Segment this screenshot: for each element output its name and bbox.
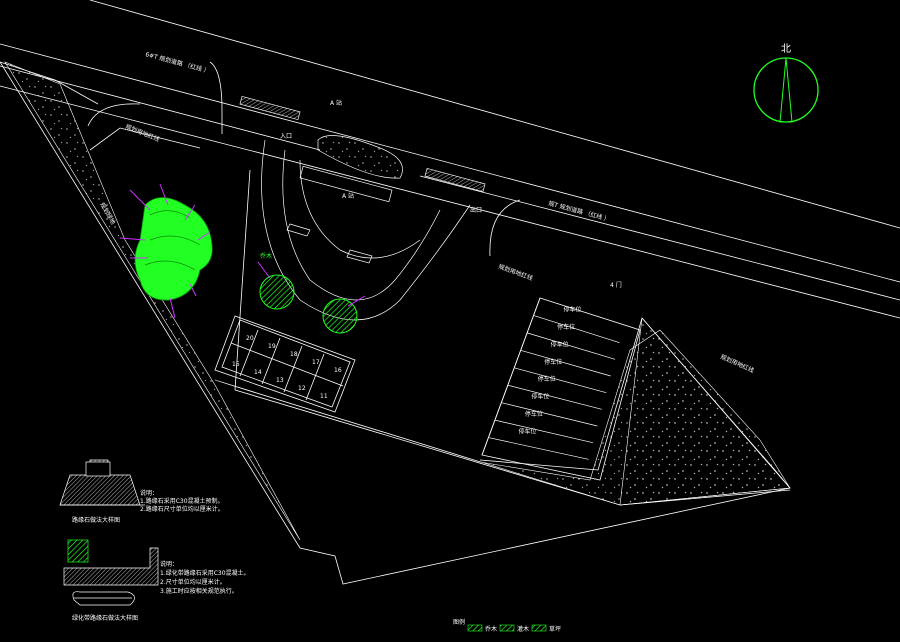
setback-mid-label: 规划用地红线	[497, 262, 534, 282]
building-top-label: A 站	[330, 99, 342, 107]
parking-bay-label: 停车位	[518, 428, 536, 436]
parking-bay-divider	[494, 419, 593, 444]
detail2-note-3: 3.施工时应按相关规范执行。	[160, 587, 238, 595]
legend-label-0: 乔木	[485, 625, 497, 633]
parking-bay-label: 停车位	[544, 358, 562, 366]
north-arrow: 北	[753, 43, 819, 123]
detail1-notes: 说明： 1.路缘石采用C30混凝土预制。 2.路缘石尺寸单位均以厘米计。	[140, 489, 224, 513]
parking-bay-label: 停车位	[551, 340, 569, 348]
legend-title: 图例	[453, 618, 465, 626]
parking-bay-divider	[501, 402, 598, 427]
legend-label-1: 灌木	[517, 625, 529, 633]
setback-left-label: 规划用地红线	[124, 122, 160, 143]
parking-bay-divider	[527, 332, 616, 360]
parking-bay-label: 停车位	[564, 305, 582, 313]
detail2-title: 绿化带路缘石做法大样图	[72, 614, 138, 622]
site-boundary	[0, 61, 791, 585]
grid-bay-label: 11	[320, 393, 328, 400]
detail1-note-0: 说明：	[140, 489, 158, 497]
grid-bay-label: 16	[334, 367, 342, 374]
grid-bay-label: 18	[290, 351, 298, 358]
detail-greenbelt-section	[63, 539, 159, 606]
detail-curb-section	[59, 459, 145, 506]
tree-callouts	[119, 183, 366, 319]
parking-bay-divider	[520, 349, 611, 377]
grid-bay-label: 17	[312, 359, 320, 366]
grid-bay-label: 20	[246, 335, 254, 342]
detail1-note-2: 2.路缘石尺寸单位均以厘米计。	[140, 505, 224, 513]
road-lines	[0, 0, 900, 319]
exit-tag: 出口	[470, 206, 482, 214]
detail1-note-1: 1.路缘石采用C30混凝土预制。	[140, 497, 224, 505]
legend: 图例 乔木 灌木 草坪	[453, 618, 561, 633]
parking-bay-label: 停车位	[538, 375, 556, 383]
parking-bay-divider	[514, 367, 607, 394]
building-mid-label: A 站	[342, 192, 354, 200]
parking-bay-divider	[488, 437, 589, 460]
legend-swatch-1	[499, 624, 515, 632]
detail1-title: 路缘石做法大样图	[72, 516, 120, 524]
parking-bay-label: 停车位	[557, 323, 575, 331]
parking-grid-labels: 20 19 18 17 16 15 14 13 12 11	[232, 335, 342, 400]
grid-bay-label: 19	[268, 343, 276, 350]
grid-bay-label: 15	[232, 361, 240, 368]
drive-loop	[239, 95, 486, 321]
parking-bay-label: 停车位	[525, 410, 543, 418]
detail2-note-0: 说明：	[160, 560, 178, 568]
grid-bay-label: 13	[276, 377, 284, 384]
legend-label-2: 草坪	[549, 625, 561, 633]
tree-callout-label: 乔木	[260, 252, 272, 260]
north-arrow-icon	[753, 57, 819, 123]
setback-right-label: 规划用地红线	[719, 353, 755, 375]
detail2-note-2: 2.尺寸单位均以厘米计。	[160, 578, 226, 586]
gate-label: 4 门	[610, 281, 622, 289]
parking-bay-label: 停车位	[531, 393, 549, 401]
legend-swatch-2	[531, 624, 547, 632]
vegetation	[134, 197, 358, 334]
legend-swatch-0	[467, 624, 483, 632]
entrance-tag: 入口	[280, 133, 292, 140]
parking-bay-divider	[507, 384, 602, 410]
landscape-zones	[4, 61, 791, 541]
parking-bay-divider	[533, 315, 620, 344]
grid-bay-label: 12	[298, 385, 306, 392]
parking-grid	[214, 315, 356, 413]
detail2-note-1: 1.绿化带路缘石采用C30混凝土。	[160, 569, 250, 577]
grid-bay-label: 14	[254, 369, 262, 376]
road-top-label: 6#T 规划道路 （红线 ）	[144, 50, 210, 75]
detail2-notes: 说明： 1.绿化带路缘石采用C30混凝土。 2.尺寸单位均以厘米计。 3.施工时…	[160, 560, 250, 595]
north-label: 北	[781, 43, 791, 55]
